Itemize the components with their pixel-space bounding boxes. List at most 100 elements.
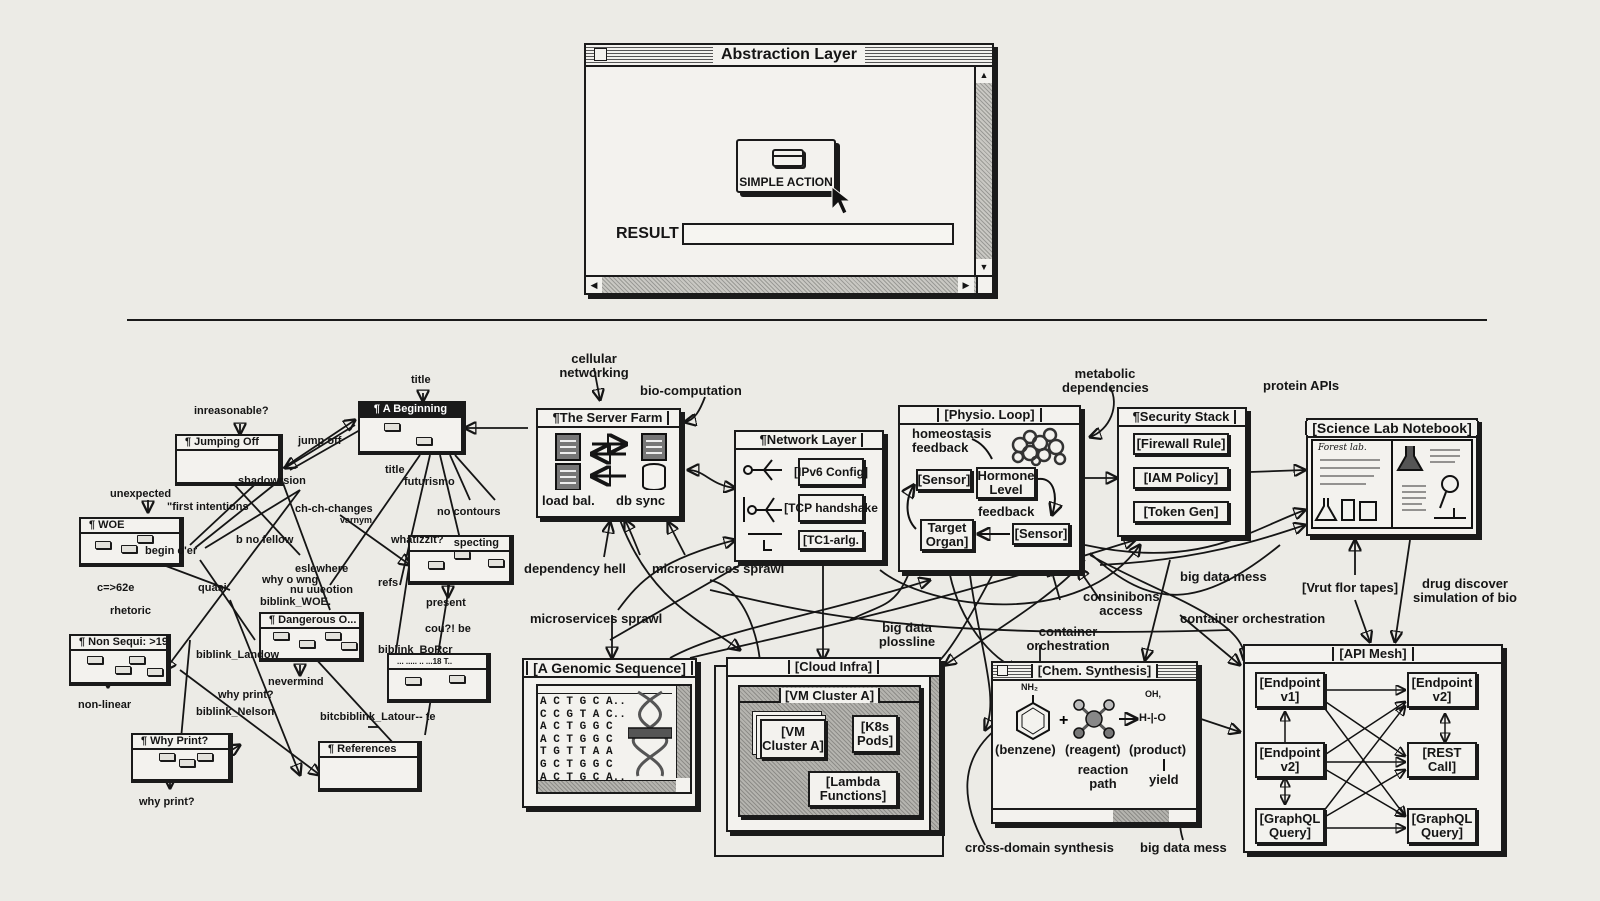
button-slot-icon[interactable] [405, 677, 421, 685]
lambda-functions-box[interactable]: [Lambda Functions] [808, 771, 898, 807]
card-title: ¶ Non Sequi: >19 [71, 636, 166, 651]
card-biblink[interactable]: ... ..... .. ...18 T.. [387, 653, 491, 703]
card-dangerous[interactable]: ¶ Dangerous O... [259, 612, 364, 662]
window-titlebar[interactable]: ¶Security Stack [1119, 409, 1245, 427]
resize-grip-icon[interactable] [976, 277, 992, 293]
window-titlebar[interactable]: [Cloud Infra] [728, 659, 939, 677]
yield-line [1163, 759, 1165, 771]
window-title: Abstraction Layer [712, 45, 866, 65]
result-field[interactable] [682, 223, 954, 245]
graphql-query-box-right[interactable]: [GraphQL Query] [1407, 808, 1477, 844]
button-slot-icon[interactable] [121, 545, 137, 553]
link-label: refs [378, 577, 399, 589]
endpoint-v2-box[interactable]: [Endpoint v2] [1255, 742, 1325, 778]
scroll-up-arrow-icon[interactable]: ▲ [976, 67, 992, 83]
simple-action-button[interactable]: SIMPLE ACTION [736, 139, 836, 193]
button-slot-icon[interactable] [129, 656, 145, 664]
token-gen-box[interactable]: [Token Gen] [1133, 501, 1229, 523]
sensor-box-2[interactable]: [Sensor] [1012, 523, 1070, 545]
link-label: bitcbiblink_Latour-- te [320, 711, 436, 723]
horizontal-scrollbar[interactable] [538, 780, 676, 792]
window-titlebar[interactable]: [Chem. Synthesis] [993, 663, 1196, 681]
server-racks-icon [555, 433, 667, 490]
link-label: [Vrut flor tapes] [1302, 580, 1399, 595]
card-icon [772, 149, 804, 167]
result-label: RESULT [616, 225, 679, 242]
security-stack-window[interactable]: ¶Security Stack [Firewall Rule] [IAM Pol… [1117, 407, 1247, 537]
button-slot-icon[interactable] [454, 551, 470, 559]
button-slot-icon[interactable] [197, 753, 213, 761]
close-box-icon[interactable] [594, 48, 607, 61]
genomic-sequence-window[interactable]: [A Genomic Sequence] A C T G C A.. C C G… [522, 658, 697, 808]
button-slot-icon[interactable] [273, 632, 289, 640]
card-jumping-off[interactable]: ¶ Jumping Off [175, 434, 283, 486]
simple-action-label: SIMPLE ACTION [739, 175, 833, 189]
window-title: [Chem. Synthesis] [1030, 664, 1159, 678]
window-titlebar[interactable]: ¶The Server Farm [538, 410, 679, 428]
science-lab-notebook-window[interactable]: [Science Lab Notebook] Forest lab. [1305, 418, 1479, 536]
api-mesh-window[interactable]: [API Mesh] [Endpoint v1] [Endpoint v2] [… [1243, 644, 1503, 853]
scroll-left-arrow-icon[interactable]: ◀ [586, 277, 602, 293]
server-farm-window[interactable]: ¶The Server Farm load bal. db sync [536, 408, 681, 518]
button-slot-icon[interactable] [488, 559, 504, 567]
vm-cluster-panel[interactable]: [VM Cluster A] [VM Cluster A] [K8s Pods]… [738, 685, 921, 817]
button-slot-icon[interactable] [95, 541, 111, 549]
window-titlebar[interactable]: ¶Network Layer [736, 432, 882, 450]
physio-loop-window[interactable]: [Physio. Loop] homeostasis feedback [Sen… [898, 405, 1081, 572]
rest-call-box[interactable]: [REST Call] [1407, 742, 1477, 778]
window-titlebar[interactable]: Abstraction Layer [586, 45, 992, 67]
button-slot-icon[interactable] [115, 666, 131, 674]
window-titlebar[interactable]: [API Mesh] [1245, 646, 1501, 664]
endpoint-v2-box-right[interactable]: [Endpoint v2] [1407, 672, 1477, 708]
button-slot-icon[interactable] [87, 656, 103, 664]
target-organ-box[interactable]: Target Organ] [920, 519, 974, 551]
card-a-beginning[interactable]: ¶ A Beginning [358, 401, 466, 455]
button-slot-icon[interactable] [384, 423, 400, 431]
vertical-scrollbar[interactable] [676, 686, 690, 778]
tc1-arlg-box[interactable]: [TC1-arlg. [798, 530, 864, 550]
button-slot-icon[interactable] [428, 561, 444, 569]
button-slot-icon[interactable] [137, 535, 153, 543]
iam-policy-box[interactable]: [IAM Policy] [1133, 467, 1229, 489]
button-slot-icon[interactable] [159, 753, 175, 761]
vertical-scrollbar[interactable] [929, 677, 939, 830]
firewall-rule-box[interactable]: [Firewall Rule] [1133, 433, 1229, 455]
button-slot-icon[interactable] [179, 759, 195, 767]
db-sync-label: db sync [616, 493, 666, 508]
network-layer-window[interactable]: ¶Network Layer [IPv6 Config] [TCP handsh… [734, 430, 884, 562]
window-titlebar[interactable]: [Physio. Loop] [900, 407, 1079, 425]
cloud-infra-window[interactable]: [Cloud Infra] [VM Cluster A] [VM Cluster… [726, 657, 941, 832]
sensor-box[interactable]: [Sensor] [916, 469, 972, 491]
vm-cluster-box[interactable]: [VM Cluster A] [760, 719, 826, 759]
horizontal-scrollbar[interactable]: ◀ ▶ [586, 275, 992, 293]
card-non-sequi[interactable]: ¶ Non Sequi: >19 [69, 634, 171, 686]
button-slot-icon[interactable] [299, 640, 315, 648]
hormone-level-box[interactable]: Hormone Level [976, 467, 1036, 499]
window-titlebar[interactable]: [Science Lab Notebook] [1305, 420, 1479, 438]
ipv6-config-box[interactable]: [IPv6 Config] [794, 458, 868, 486]
card-why-print[interactable]: ¶ Why Print? [131, 733, 233, 783]
horizontal-scrollbar[interactable] [993, 808, 1196, 822]
button-slot-icon[interactable] [147, 668, 163, 676]
card-woe[interactable]: ¶ WOE [79, 517, 184, 567]
button-slot-icon[interactable] [325, 632, 341, 640]
window-titlebar[interactable]: [A Genomic Sequence] [524, 660, 695, 678]
api-mesh-connections [1245, 646, 1505, 855]
button-slot-icon[interactable] [449, 675, 465, 683]
endpoint-v1-box[interactable]: [Endpoint v1] [1255, 672, 1325, 708]
vertical-scrollbar[interactable]: ▲ ▼ [974, 67, 992, 275]
button-slot-icon[interactable] [341, 642, 357, 650]
k8s-pods-box[interactable]: [K8s Pods] [852, 715, 898, 753]
link-label: non-linear [78, 699, 132, 711]
scroll-thumb[interactable] [1113, 810, 1169, 822]
scroll-down-arrow-icon[interactable]: ▼ [976, 259, 992, 275]
close-box-icon[interactable] [997, 665, 1008, 676]
button-slot-icon[interactable] [416, 437, 432, 445]
card-references[interactable]: ¶ References [318, 741, 422, 792]
card-specting[interactable]: specting [408, 535, 514, 585]
link-label: biblink_WOE. [260, 596, 331, 608]
scroll-right-arrow-icon[interactable]: ▶ [958, 277, 974, 293]
graphql-query-box[interactable]: [GraphQL Query] [1255, 808, 1325, 844]
chem-synthesis-window[interactable]: [Chem. Synthesis] NH₂ + OH, H-|-O (benze… [991, 661, 1198, 824]
tcp-handshake-box[interactable]: [TCP handshake [784, 494, 878, 522]
